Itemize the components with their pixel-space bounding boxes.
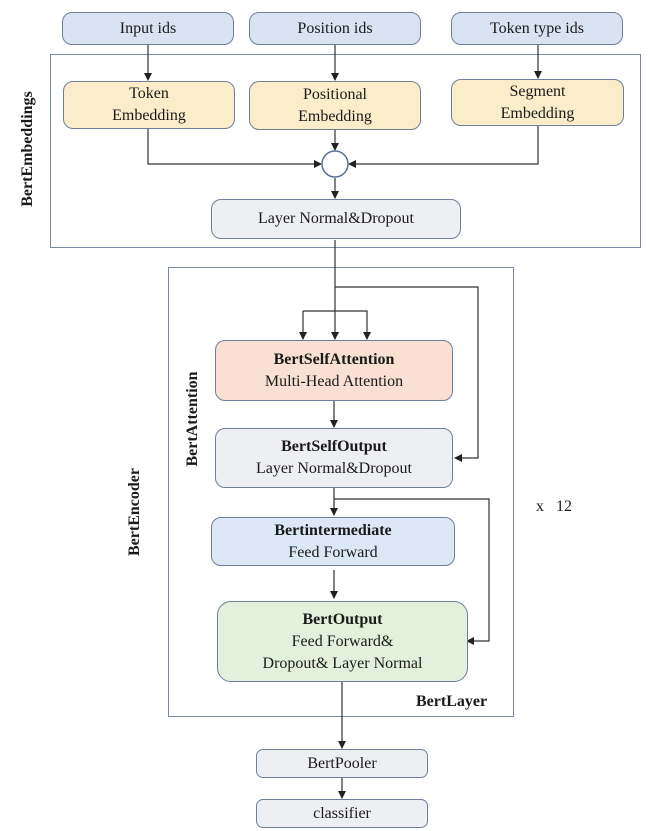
bert-pooler-label: BertPooler	[307, 754, 377, 772]
bert-attention-label: BertAttention	[184, 371, 201, 467]
classifier-box: classifier	[256, 799, 428, 828]
bert-output-box: BertOutput Feed Forward& Dropout& Layer …	[217, 601, 468, 682]
bert-embeddings-frame	[50, 54, 641, 248]
bert-pooler-box: BertPooler	[256, 749, 428, 778]
token-type-ids-label: Token type ids	[490, 19, 584, 37]
token-embedding-line1: Token	[129, 85, 169, 102]
position-ids-label: Position ids	[297, 19, 373, 37]
bert-self-attention-subtitle: Multi-Head Attention	[264, 372, 404, 390]
bert-intermediate-title: Bertintermediate	[274, 521, 392, 539]
input-ids-label: Input ids	[119, 19, 177, 37]
token-embedding-box: Token Embedding	[63, 81, 235, 129]
embeddings-norm-dropout-label: Layer Normal&Dropout	[258, 210, 414, 227]
segment-embedding-box: Segment Embedding	[451, 79, 624, 126]
bert-intermediate-box: Bertintermediate Feed Forward	[211, 517, 455, 566]
arrow-segment-to-sum	[348, 126, 539, 168]
bert-output-subtitle1: Feed Forward&	[291, 632, 394, 650]
segment-embedding-line1: Segment	[509, 82, 566, 100]
positional-embedding-line1: Positional	[302, 85, 367, 103]
bert-self-attention-box: BertSelfAttention Multi-Head Attention	[215, 340, 453, 401]
bert-encoder-label: BertEncoder	[126, 468, 143, 556]
position-ids-box: Position ids	[249, 12, 421, 45]
residual-attention	[335, 286, 479, 462]
bert-layer-frame	[168, 267, 514, 717]
bert-embeddings-label: BertEmbeddings	[19, 91, 36, 207]
positional-embedding-line2: Embedding	[298, 107, 372, 125]
residual-output	[334, 498, 490, 645]
bert-self-attention-title: BertSelfAttention	[273, 350, 395, 368]
positional-embedding-box: Positional Embedding	[249, 81, 421, 130]
sum-circle-icon	[321, 150, 349, 178]
input-ids-box: Input ids	[62, 12, 234, 45]
bert-output-subtitle2: Dropout& Layer Normal	[262, 654, 423, 672]
arrow-token-to-sum	[147, 128, 322, 168]
bert-self-output-title: BertSelfOutput	[281, 438, 387, 455]
embeddings-norm-dropout-box: Layer Normal&Dropout	[211, 199, 461, 239]
segment-embedding-line2: Embedding	[500, 104, 575, 122]
bert-self-output-box: BertSelfOutput Layer Normal&Dropout	[215, 428, 453, 488]
bert-intermediate-subtitle: Feed Forward	[288, 543, 378, 561]
bert-self-output-subtitle: Layer Normal&Dropout	[256, 460, 412, 477]
bert-output-title: BertOutput	[302, 610, 383, 628]
bert-layer-label: BertLayer	[416, 693, 488, 710]
arrow-to-attention-k	[303, 310, 371, 340]
classifier-label: classifier	[313, 804, 371, 822]
token-type-ids-box: Token type ids	[451, 12, 623, 45]
token-embedding-line2: Embedding	[112, 107, 186, 124]
repeat-count-label: x 12	[536, 498, 572, 515]
